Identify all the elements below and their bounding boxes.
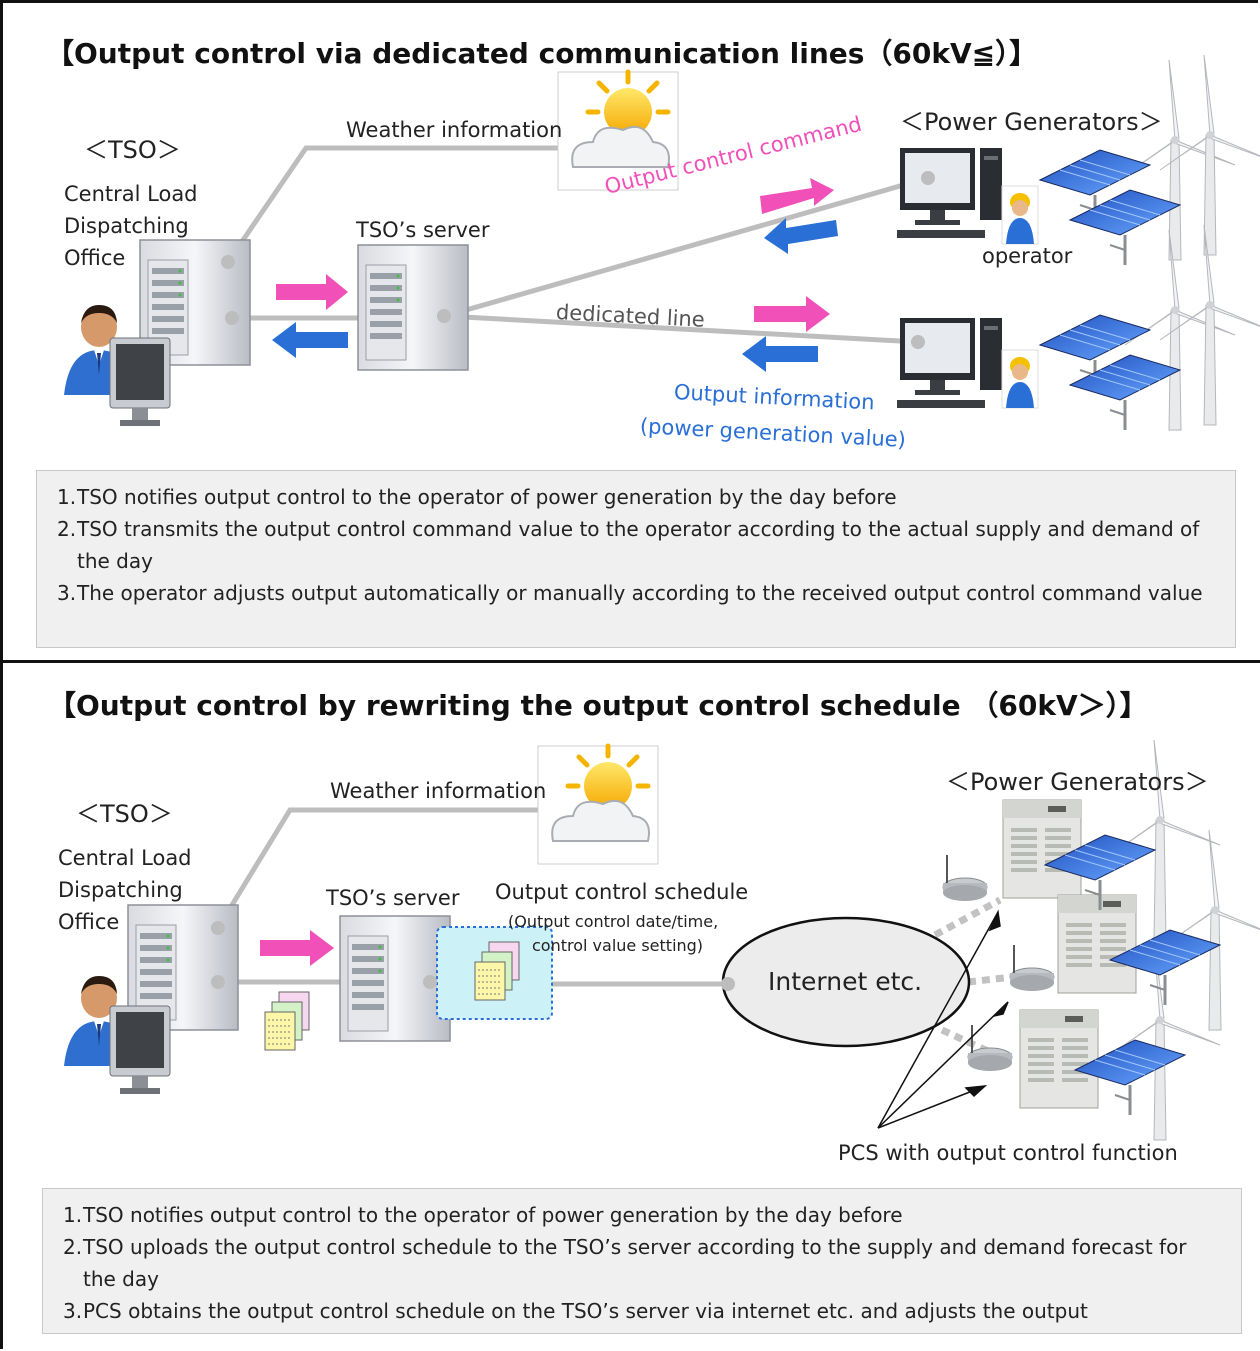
p2-generators-header: ＜Power Generators＞ [946, 768, 1209, 796]
p2-dispatcher-monitor-icon [109, 1005, 171, 1095]
p1-pink-arrow-lower [754, 296, 830, 332]
p1-gen2-pc-icon [897, 318, 1002, 408]
p2-schedule-label: Output control schedule [495, 880, 749, 904]
p2-step-1: 1.TSO notifies output control to the ope… [63, 1203, 903, 1227]
p2-steps-box: 1.TSO notifies output control to the ope… [42, 1188, 1242, 1334]
p1-generators-header: ＜Power Generators＞ [900, 108, 1163, 136]
p2-office-line-1: Central Load [58, 846, 192, 870]
p2-step-2: 2.TSO uploads the output control schedul… [63, 1235, 1187, 1291]
p1-office-line-1: Central Load [64, 182, 198, 206]
p2-weather-label: Weather information [330, 779, 547, 803]
p1-gen1-operator-icon [1001, 185, 1039, 245]
p2-server-label: TSO’s server [326, 886, 460, 910]
p2-router-icon-2 [1009, 944, 1055, 992]
p2-pcs-label: PCS with output control function [838, 1141, 1178, 1165]
p2-tso-header: ＜TSO＞ [76, 800, 173, 828]
p2-title: 【Output control by rewriting the output … [48, 689, 1148, 722]
p2-schedule-sub-2: control value setting) [532, 936, 704, 955]
p2-pcs-icon-3 [1019, 1009, 1099, 1109]
p1-blue-arrow-lower [742, 336, 818, 372]
p1-connection-lines [225, 145, 929, 345]
p2-pcs-pointer-arrows [877, 909, 1009, 1129]
p1-weather-label: Weather information [346, 118, 563, 142]
p1-title: 【Output control via dedicated communicat… [46, 37, 1038, 70]
p2-schedule-docs-icon [264, 991, 310, 1051]
p2-office-line-3: Office [58, 910, 120, 934]
p1-office-line-2: Dispatching [64, 214, 189, 238]
p1-blue-arrow-left [272, 322, 348, 358]
p1-pink-arrow-left [276, 274, 348, 310]
p1-server-label: TSO’s server [356, 218, 490, 242]
p1-operator-label: operator [982, 244, 1073, 268]
p1-tso-header: ＜TSO＞ [84, 136, 181, 164]
p2-schedule-sub-1: (Output control date/time, [508, 912, 719, 931]
p1-connection-dots [221, 171, 935, 349]
p1-gen1-solar-icon-2 [1068, 188, 1182, 267]
p1-step-3: 3.The operator adjusts output automatica… [57, 581, 1203, 605]
p2-office-line-2: Dispatching [58, 878, 183, 902]
p1-pink-arrow-upper [760, 178, 834, 214]
p1-gen2-solar-icon-2 [1068, 353, 1182, 432]
p1-office-line-3: Office [64, 246, 126, 270]
p1-blue-arrow-upper [764, 218, 838, 254]
p1-steps-box: 1.TSO notifies output control to the ope… [36, 470, 1236, 648]
p2-pink-arrow [260, 930, 334, 966]
p1-tso-server-icon [357, 244, 469, 371]
p1-dispatcher-monitor-icon [109, 337, 171, 427]
p1-step-1: 1.TSO notifies output control to the ope… [57, 485, 897, 509]
p2-weather-icon [538, 746, 658, 864]
p2-pcs-icon-1 [1002, 799, 1082, 899]
p2-internet-label: Internet etc. [768, 967, 923, 996]
p2-turbine-icon-2 [1164, 829, 1260, 1031]
p1-gen1-pc-icon [897, 148, 1002, 238]
p2-router-icon-1 [942, 854, 988, 902]
p2-router-icon-3 [967, 1024, 1013, 1072]
p1-gen1-turbine-icon [1124, 59, 1236, 261]
p1-step-2: 2.TSO transmits the output control comma… [57, 517, 1200, 573]
p2-pcs-icon-2 [1057, 894, 1137, 994]
panel-divider [0, 660, 1260, 663]
p1-gen2-operator-icon [1001, 349, 1039, 409]
p2-connection-dots [211, 921, 735, 991]
p2-step-3: 3.PCS obtains the output control schedul… [63, 1299, 1088, 1323]
